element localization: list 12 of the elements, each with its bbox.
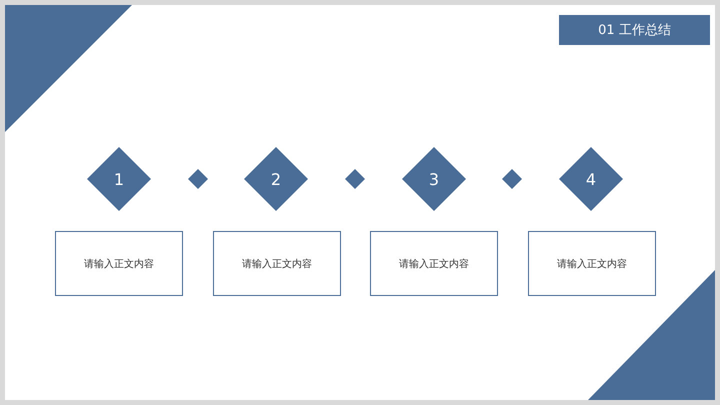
- small-diamond: [188, 169, 208, 189]
- number-diamond: 3: [402, 147, 466, 211]
- text-box: 请输入正文内容: [528, 231, 656, 296]
- small-diamond: [502, 169, 522, 189]
- text-box: 请输入正文内容: [370, 231, 498, 296]
- text-box: 请输入正文内容: [55, 231, 183, 296]
- title-box: 01 工作总结: [559, 15, 710, 45]
- small-diamond: [345, 169, 365, 189]
- number-diamond: 1: [87, 147, 151, 211]
- number-diamond: 4: [559, 147, 623, 211]
- number-diamond: 2: [244, 147, 308, 211]
- text-box: 请输入正文内容: [213, 231, 341, 296]
